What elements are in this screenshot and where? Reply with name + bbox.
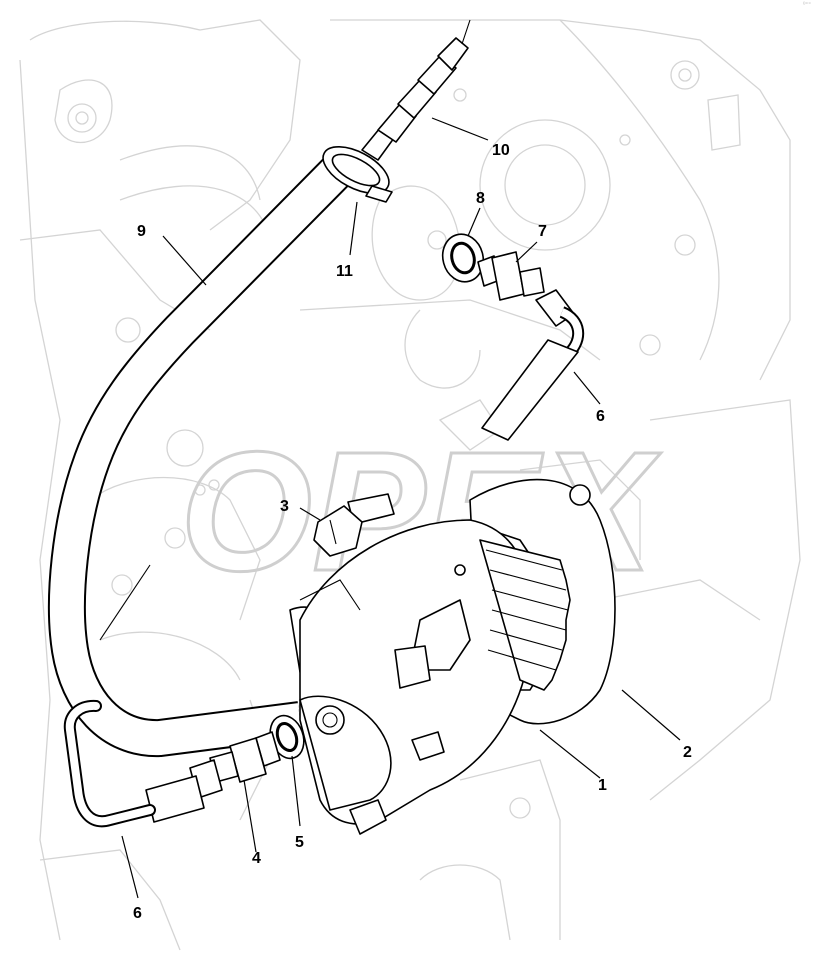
- callout-8: 8: [476, 190, 485, 207]
- sealing-washer-part-5: [269, 714, 305, 760]
- callout-1: 1: [598, 777, 607, 794]
- callout-6-upper: 6: [596, 408, 605, 425]
- engine-block-background: [19, 19, 801, 951]
- pipe-part-6-lower: [63, 699, 223, 828]
- callout-9: 9: [137, 223, 146, 240]
- callout-4: 4: [252, 850, 261, 867]
- corner-mark: º°°: [802, 2, 811, 9]
- hose-clamp-part-11: [322, 146, 393, 203]
- union-fitting-part-7: [477, 251, 545, 301]
- pipe-part-6-upper: [481, 289, 585, 441]
- callout-3: 3: [280, 498, 289, 515]
- drive-gear: [479, 539, 571, 691]
- sealing-washer-part-8: [441, 233, 485, 283]
- barbed-fitting-part-10: [361, 19, 471, 161]
- callout-11: 11: [336, 263, 353, 280]
- callout-6-lower: 6: [133, 905, 142, 922]
- leader-lines: [121, 117, 681, 899]
- callout-10: 10: [492, 142, 510, 159]
- bolt-part-3: [313, 493, 395, 557]
- callout-5: 5: [295, 834, 304, 851]
- union-fitting-part-4: [209, 731, 281, 783]
- callout-2: 2: [683, 744, 692, 761]
- callout-labels: 1 2 3 4 5 6 6 7 8 9 10 11: [133, 142, 692, 922]
- callout-7: 7: [538, 223, 547, 240]
